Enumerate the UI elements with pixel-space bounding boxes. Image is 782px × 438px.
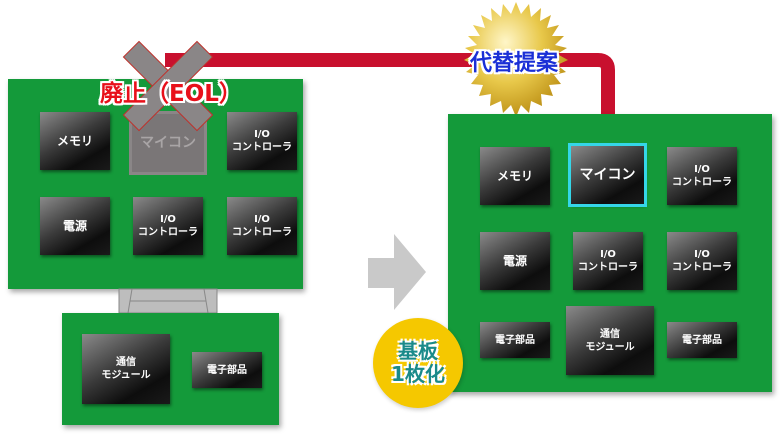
cross-mark-icon (122, 40, 214, 132)
chip-communication-module: 通信 モジュール (566, 306, 654, 375)
chip-io-controller: I/O コントローラ (133, 197, 203, 255)
chip-io-controller: I/O コントローラ (227, 197, 297, 255)
chip-io-controller: I/O コントローラ (227, 112, 297, 170)
transition-arrow-icon (368, 234, 426, 310)
chip-electronic-parts: 電子部品 (192, 352, 262, 388)
gold-seal-icon (464, 2, 568, 117)
single-board-badge: 基板 1枚化 (373, 318, 463, 408)
chip-io-controller: I/O コントローラ (573, 232, 643, 290)
single-board-badge-line1: 基板 (398, 339, 438, 363)
replacement-proposal-label: 代替提案 (470, 51, 559, 76)
board-connector (118, 288, 218, 314)
single-board-badge-line2: 1枚化 (391, 362, 445, 386)
chip-electronic-parts: 電子部品 (667, 322, 737, 358)
eol-label: 廃止（EOL） (100, 81, 242, 107)
chip-power: 電源 (480, 232, 550, 290)
chip-power: 電源 (40, 197, 110, 255)
chip-memory: メモリ (40, 112, 110, 170)
chip-communication-module: 通信 モジュール (82, 334, 170, 404)
chip-memory: メモリ (480, 147, 550, 205)
chip-microcontroller-replacement: マイコン (568, 143, 647, 207)
chip-io-controller: I/O コントローラ (667, 147, 737, 205)
chip-electronic-parts: 電子部品 (480, 322, 550, 358)
chip-io-controller: I/O コントローラ (667, 232, 737, 290)
